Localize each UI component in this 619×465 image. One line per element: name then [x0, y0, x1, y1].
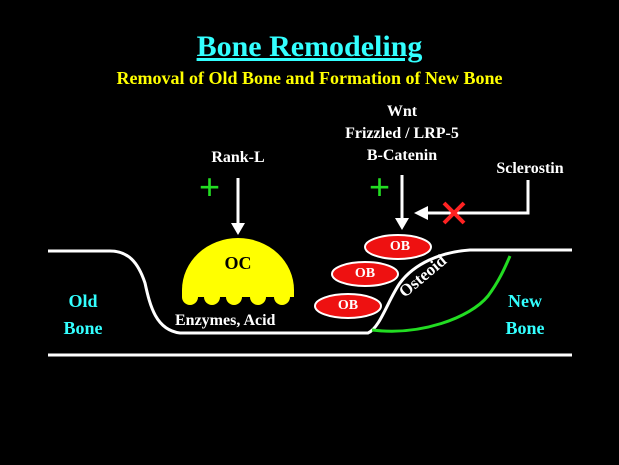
label-new-bone-line1: New	[500, 291, 550, 312]
bone-surface-line	[48, 250, 572, 333]
wnt-plus-icon: +	[369, 166, 390, 208]
label-frizzled: Frizzled / LRP-5	[328, 125, 476, 143]
label-catenin: B-Catenin	[346, 147, 458, 165]
wnt-arrow	[395, 175, 409, 230]
label-old-bone-line2: Bone	[58, 318, 108, 339]
label-sclerostin: Sclerostin	[480, 160, 580, 178]
sclerostin-inhibition-arrow	[414, 180, 528, 220]
label-ob-2: OB	[350, 266, 380, 282]
label-rank-l: Rank-L	[198, 149, 278, 167]
label-oc: OC	[216, 253, 260, 274]
label-ob-1: OB	[383, 239, 417, 255]
label-enzymes: Enzymes, Acid	[175, 312, 275, 330]
label-ob-3: OB	[333, 298, 363, 314]
label-new-bone-line2: Bone	[500, 318, 550, 339]
label-old-bone-line1: Old	[58, 291, 108, 312]
label-wnt: Wnt	[382, 103, 422, 121]
rank-l-arrow	[231, 178, 245, 235]
rank-l-plus-icon: +	[199, 166, 220, 208]
